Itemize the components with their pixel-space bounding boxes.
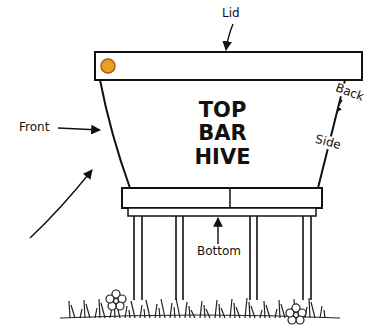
lid-board: [95, 52, 362, 80]
lid-label: Lid: [221, 7, 241, 20]
front-label: Front: [18, 121, 50, 134]
lid-leader: [226, 24, 233, 50]
stand-board: [122, 188, 322, 208]
grass: [60, 298, 340, 318]
bottom-label: Bottom: [196, 245, 242, 258]
entrance-hole: [101, 59, 115, 73]
stand-joint: [229, 188, 231, 208]
stand-legs: [134, 216, 311, 300]
stand-rail: [128, 208, 316, 216]
hive-trapezoid: [100, 80, 345, 188]
front-leader: [58, 128, 100, 130]
front-curved-arrow: [30, 170, 92, 238]
hive-title: TOP BAR HIVE: [183, 99, 263, 170]
flowers: [106, 290, 306, 324]
hive-body: TOP BAR HIVE: [100, 80, 345, 188]
bottom-leader: [217, 218, 218, 244]
